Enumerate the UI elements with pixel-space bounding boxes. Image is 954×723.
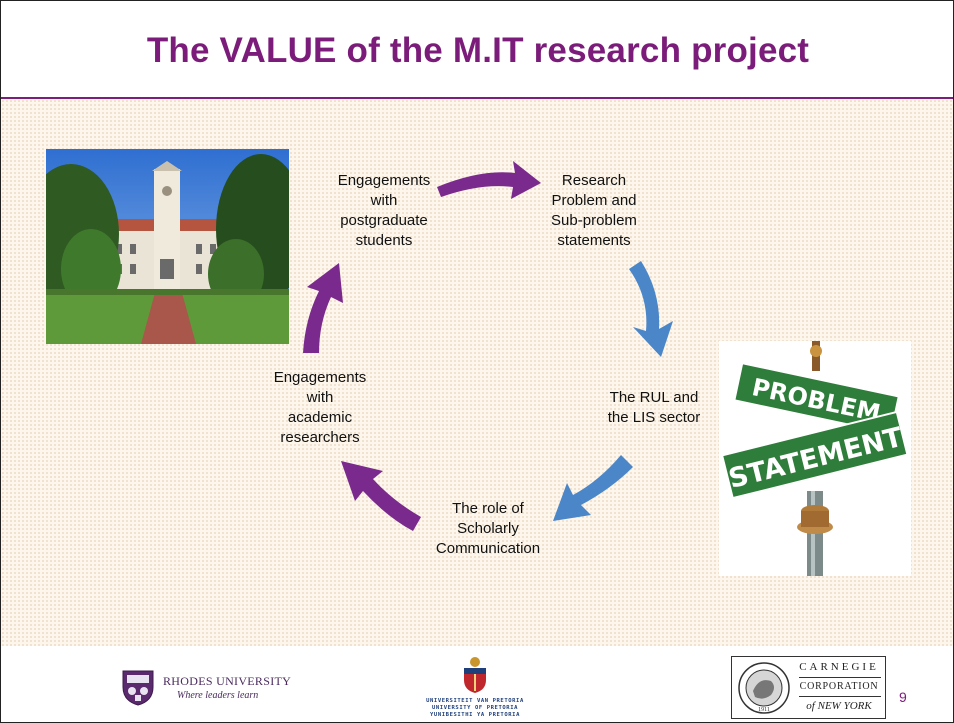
carnegie-seal-year: 1911 [758,707,770,713]
node-scholarly-communication: The role of Scholarly Communication [435,500,541,557]
node-academic-researchers: Engagements with academic researchers [273,369,367,446]
campus-photo [46,149,289,344]
node-research-problem: Research Problem and Sub-problem stateme… [551,172,637,249]
arrow-top [437,161,541,199]
carnegie-seal-icon: 1911 [738,662,790,714]
arrow-right-bottom [553,455,633,521]
slide-title: The VALUE of the M.IT research project [146,31,810,70]
arrow-bottom-left [341,461,421,531]
arrow-right-top [629,261,673,357]
rhodes-name: RHODES UNIVERSITY [163,674,292,688]
page-number: 9 [899,689,907,705]
node-postgraduate-engagements: Engagements with postgraduate students [337,172,431,249]
node-rul-lis-sector: The RUL and the LIS sector [607,389,701,426]
pretoria-line-2: UNIVERSITY OF PRETORIA [431,705,519,711]
pretoria-crest-icon [464,657,486,693]
carnegie-divider-1 [799,677,881,678]
carnegie-divider-2 [799,696,881,697]
arrow-left [303,263,343,353]
carnegie-line-2: CORPORATION [799,681,879,692]
rhodes-motto: Where leaders learn [177,690,259,701]
carnegie-line-3: of NEW YORK [806,700,872,712]
rhodes-crest-icon [122,670,154,706]
problem-statement-sign-image: PROBLEM STATEMENT [719,341,911,576]
pretoria-line-3: YUNIBESITHI YA PRETORIA [430,712,520,718]
pretoria-line-1: UNIVERSITEIT VAN PRETORIA [426,698,524,704]
carnegie-line-1: CARNEGIE [799,661,879,673]
title-band: The VALUE of the M.IT research project [1,1,953,99]
